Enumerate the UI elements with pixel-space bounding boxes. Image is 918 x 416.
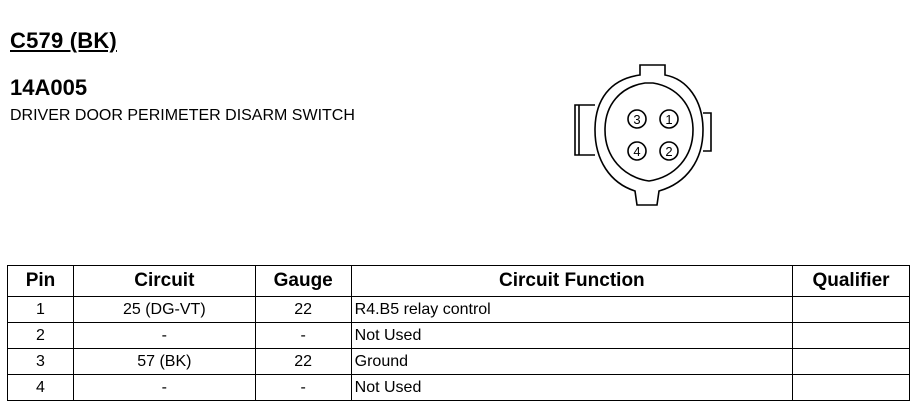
- pin-label-4: 4: [633, 144, 640, 159]
- pin-label-2: 2: [665, 144, 672, 159]
- cell-gauge: 22: [254, 348, 352, 375]
- cell-pin: 2: [7, 322, 74, 349]
- cell-qualifier: [792, 296, 910, 323]
- component-description: DRIVER DOOR PERIMETER DISARM SWITCH: [10, 107, 355, 124]
- pin-cavity-1: [659, 109, 679, 129]
- header-circuit-function: Circuit Function: [350, 265, 794, 297]
- pin-cavity-3: [627, 109, 647, 129]
- cell-qualifier: [792, 348, 910, 375]
- cell-pin: 1: [7, 296, 74, 323]
- table-row: 1 25 (DG-VT) 22 R4.B5 relay control: [7, 296, 910, 323]
- header-gauge: Gauge: [254, 265, 352, 297]
- cell-function: Ground: [350, 348, 794, 375]
- cell-gauge: -: [254, 322, 352, 349]
- right-latch: [703, 112, 712, 152]
- cell-pin: 3: [7, 348, 74, 375]
- cell-function: Not Used: [350, 322, 794, 349]
- pin-label-3: 3: [633, 112, 640, 127]
- cell-qualifier: [792, 374, 910, 401]
- cell-circuit: 57 (BK): [72, 348, 256, 375]
- cell-function: Not Used: [350, 374, 794, 401]
- connector-inner-outline: [604, 82, 694, 182]
- table-row: 3 57 (BK) 22 Ground: [7, 348, 910, 375]
- cell-circuit: -: [72, 374, 256, 401]
- cell-pin: 4: [7, 374, 74, 401]
- table-row: 2 - - Not Used: [7, 322, 910, 349]
- pin-cavity-4: [627, 141, 647, 161]
- cell-circuit: 25 (DG-VT): [72, 296, 256, 323]
- table-row: 4 - - Not Used: [7, 374, 910, 401]
- connector-housing-outline: [594, 64, 704, 206]
- cell-function: R4.B5 relay control: [350, 296, 794, 323]
- table-header-row: Pin Circuit Gauge Circuit Function Quali…: [7, 265, 910, 297]
- header-circuit: Circuit: [72, 265, 256, 297]
- cell-circuit: -: [72, 322, 256, 349]
- pin-table: Pin Circuit Gauge Circuit Function Quali…: [7, 265, 910, 401]
- cell-gauge: -: [254, 374, 352, 401]
- header-pin: Pin: [7, 265, 74, 297]
- pin-label-1: 1: [665, 112, 672, 127]
- left-latch: [574, 104, 595, 156]
- connector-face-diagram: 3 1 4 2: [574, 64, 712, 206]
- header-qualifier: Qualifier: [792, 265, 910, 297]
- part-number: 14A005: [10, 75, 88, 100]
- cell-gauge: 22: [254, 296, 352, 323]
- pin-cavity-2: [659, 141, 679, 161]
- connector-id: C579 (BK): [10, 28, 117, 53]
- cell-qualifier: [792, 322, 910, 349]
